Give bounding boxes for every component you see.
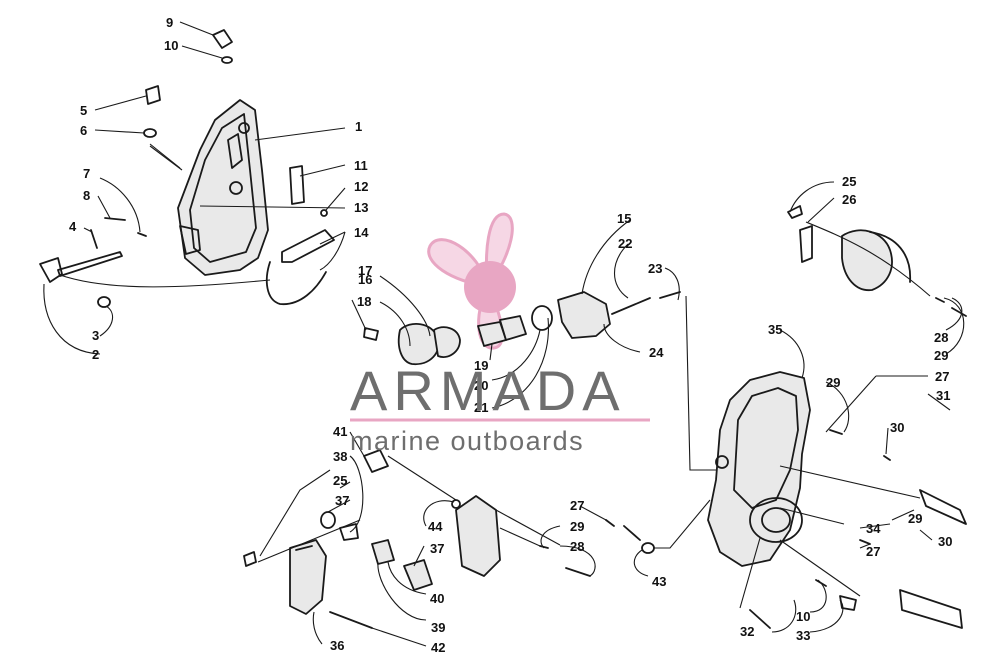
callout-number: 30 — [890, 420, 904, 435]
callout-number: 8 — [83, 188, 90, 203]
callout-number: 35 — [768, 322, 782, 337]
callout-number: 7 — [83, 166, 90, 181]
callout-number: 25 — [333, 473, 347, 488]
callout-number: 34 — [866, 521, 881, 536]
callout-number: 37 — [430, 541, 444, 556]
callout-number: 26 — [842, 192, 856, 207]
callout-number: 24 — [649, 345, 664, 360]
callout-number: 19 — [474, 358, 488, 373]
callout-number: 29 — [570, 519, 584, 534]
callout-number: 23 — [648, 261, 662, 276]
callout-number: 30 — [938, 534, 952, 549]
brand-name: ARMADA — [350, 359, 626, 422]
callout-number: 22 — [618, 236, 632, 251]
callout-number: 27 — [570, 498, 584, 513]
callout-number: 16 — [358, 272, 372, 287]
callout-number: 29 — [908, 511, 922, 526]
callout-number: 14 — [354, 225, 369, 240]
callout-number: 29 — [826, 375, 840, 390]
callout-number: 6 — [80, 123, 87, 138]
lower-left-assembly — [243, 449, 655, 629]
callout-number: 12 — [354, 179, 368, 194]
callout-number: 17 — [358, 263, 372, 278]
callout-number: 28 — [934, 330, 948, 345]
callout-number: 20 — [474, 378, 488, 393]
callout-number: 39 — [431, 620, 445, 635]
callout-number: 1 — [355, 119, 362, 134]
callout-number: 4 — [69, 219, 77, 234]
callout-number: 11 — [354, 158, 368, 173]
callout-number: 9 — [166, 15, 173, 30]
callout-number: 15 — [617, 211, 631, 226]
callout-number: 31 — [936, 388, 950, 403]
callout-number: 44 — [428, 519, 443, 534]
callout-number: 18 — [357, 294, 371, 309]
callout-number: 28 — [570, 539, 584, 554]
callout-number: 5 — [80, 103, 87, 118]
right-housing-assembly — [707, 371, 967, 629]
callout-number: 43 — [652, 574, 666, 589]
center-assembly — [363, 291, 681, 365]
callout-number: 37 — [335, 493, 349, 508]
callout-number: 41 — [333, 424, 347, 439]
left-cover-assembly — [39, 29, 335, 308]
callout-number: 29 — [934, 348, 948, 363]
callout-number: 40 — [430, 591, 444, 606]
callout-number: 38 — [333, 449, 347, 464]
callout-number: 33 — [796, 628, 810, 643]
callout-number: 10 — [164, 38, 178, 53]
leader-lines — [43, 21, 965, 647]
callout-number: 10 — [796, 609, 810, 624]
upper-right-bracket — [787, 205, 967, 317]
callout-number: 36 — [330, 638, 344, 653]
callout-number: 25 — [842, 174, 856, 189]
callout-number: 42 — [431, 640, 445, 655]
brand-tagline: marine outboards — [350, 426, 584, 456]
callout-number: 21 — [474, 400, 488, 415]
callout-number: 27 — [935, 369, 949, 384]
callout-number: 32 — [740, 624, 754, 639]
callout-number: 3 — [92, 328, 99, 343]
callout-number: 2 — [92, 347, 99, 362]
callout-number: 27 — [866, 544, 880, 559]
callout-number: 13 — [354, 200, 368, 215]
